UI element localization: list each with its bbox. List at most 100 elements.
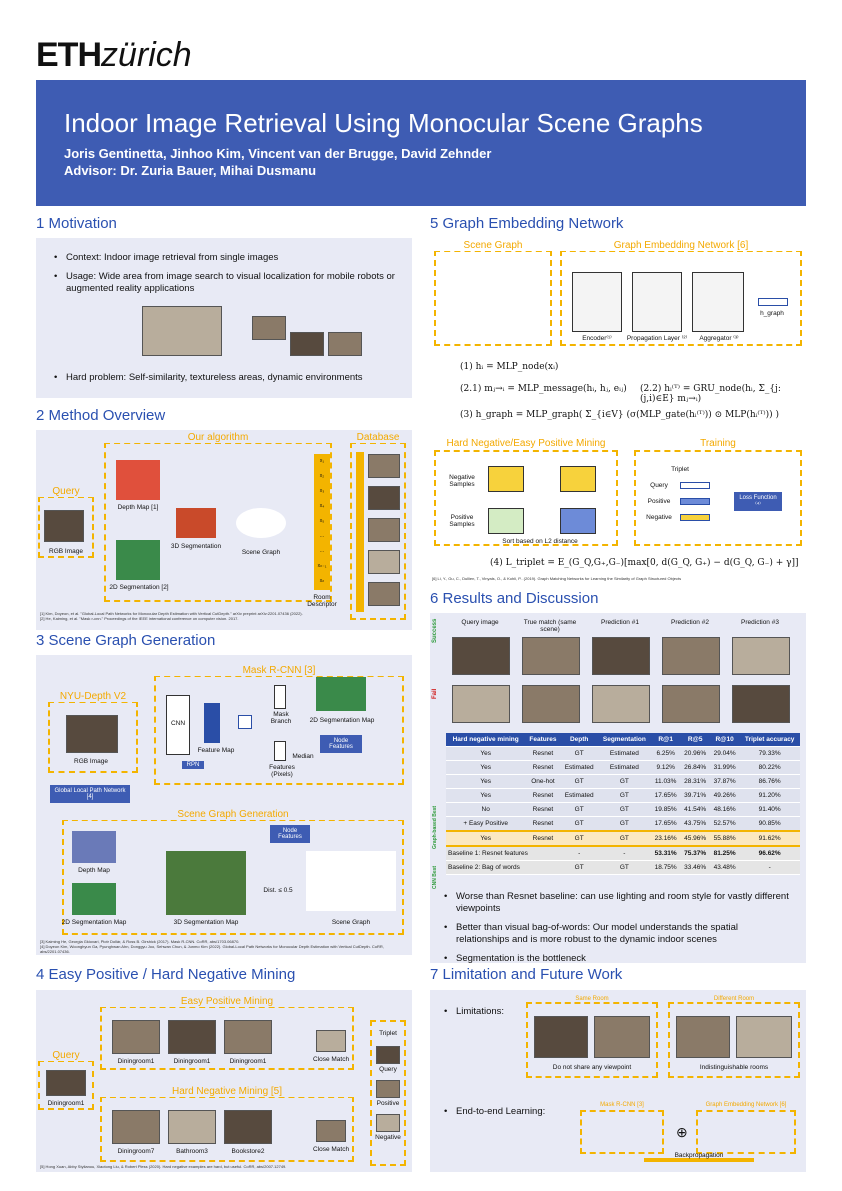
table-cell: Resnet bbox=[525, 746, 561, 761]
table-cell: Resnet bbox=[525, 830, 561, 847]
success-image bbox=[662, 637, 720, 675]
table-cell: 28.31% bbox=[680, 774, 710, 789]
seg3d-label: 3D Segmentation bbox=[170, 543, 222, 550]
future-title: 7 Limitation and Future Work bbox=[430, 966, 623, 983]
table-cell: Resnet bbox=[525, 788, 561, 803]
thumb-image bbox=[290, 332, 324, 356]
sgg-frame-label: Scene Graph Generation bbox=[62, 809, 404, 820]
close-match-label: Close Match bbox=[312, 1056, 350, 1063]
img-header: Prediction #2 bbox=[671, 619, 709, 626]
triplet-image bbox=[376, 1046, 400, 1064]
sorted-label: Sort based on L2 distance bbox=[502, 538, 578, 545]
mining-label: Hard Negative/Easy Positive Mining bbox=[434, 438, 618, 449]
triplet-label: Triplet bbox=[379, 1030, 397, 1037]
scene-graph-image bbox=[306, 851, 396, 911]
mask-frame bbox=[580, 1110, 664, 1154]
query-label: Query bbox=[38, 486, 94, 497]
median-label: Median bbox=[292, 753, 314, 760]
table-cell: Estimated bbox=[597, 760, 651, 775]
query-frame bbox=[38, 496, 94, 558]
triplet-query-label: Query bbox=[379, 1066, 397, 1073]
query-frame bbox=[38, 1060, 94, 1110]
seg3d-image bbox=[176, 508, 216, 538]
col-header: R@1 bbox=[650, 733, 681, 747]
table-cell: GT bbox=[560, 816, 598, 832]
table-cell: GT bbox=[597, 774, 651, 789]
col-header: Triplet accuracy bbox=[739, 733, 800, 747]
motivation-title: 1 Motivation bbox=[36, 215, 117, 232]
seg3d-map-image bbox=[166, 851, 246, 915]
negative-vector bbox=[680, 514, 710, 521]
table-cell: + Easy Positive bbox=[446, 816, 526, 832]
success-image bbox=[522, 637, 580, 675]
hgraph-vector bbox=[758, 298, 788, 306]
hard-image-label: Bathroom3 bbox=[176, 1148, 208, 1155]
diff-room-frame bbox=[668, 1002, 800, 1078]
database-label: Database bbox=[350, 432, 406, 443]
aggregator-block bbox=[692, 272, 744, 332]
db-image bbox=[368, 550, 400, 574]
rgb-image bbox=[44, 510, 84, 542]
rgb-image bbox=[66, 715, 118, 753]
table-cell: GT bbox=[597, 816, 651, 832]
mining-title: 4 Easy Positive / Hard Negative Mining bbox=[36, 966, 296, 983]
img-header: Prediction #1 bbox=[601, 619, 639, 626]
table-cell: One-hot bbox=[525, 774, 561, 789]
results-bullets: Worse than Resnet baseline: can use ligh… bbox=[442, 891, 792, 972]
prop-label: Propagation Layer ⁽²⁾ bbox=[626, 335, 688, 342]
img-header: True match (same scene) bbox=[523, 619, 577, 633]
db-image bbox=[368, 454, 400, 478]
table-cell: 11.03% bbox=[650, 774, 681, 789]
scene-graph-image bbox=[236, 508, 286, 538]
hard-image-label: Bookstore2 bbox=[231, 1148, 265, 1155]
col-header: Features bbox=[525, 733, 561, 747]
img-header: Query image bbox=[461, 619, 499, 626]
close-match-label: Close Match bbox=[312, 1146, 350, 1153]
hgraph-label: h_graph bbox=[760, 310, 784, 317]
table-cell: 52.57% bbox=[709, 816, 740, 832]
title-banner: Indoor Image Retrieval Using Monocular S… bbox=[36, 80, 806, 206]
indist-label: Indistinguishable rooms bbox=[699, 1064, 769, 1071]
results-bullet: Segmentation is the bottleneck bbox=[444, 953, 792, 965]
table-cell: GT bbox=[597, 802, 651, 817]
rgb-label: RGB Image bbox=[74, 758, 108, 765]
table-cell: 96.62% bbox=[739, 846, 800, 861]
seg-map-image bbox=[316, 677, 366, 711]
triplet-label: Triplet bbox=[671, 466, 689, 473]
query-image-label: Diningroom1 bbox=[47, 1100, 85, 1107]
table-cell: 81.25% bbox=[709, 846, 740, 861]
query-image bbox=[46, 1070, 86, 1096]
same-room-image bbox=[594, 1016, 650, 1058]
mining-frame bbox=[434, 450, 618, 546]
table-cell: Resnet bbox=[525, 816, 561, 832]
col-header: Depth bbox=[560, 733, 598, 747]
table-cell: Resnet bbox=[525, 802, 561, 817]
scene-graph-label: Scene Graph bbox=[331, 919, 371, 926]
database-frame bbox=[350, 442, 406, 620]
success-label: Success bbox=[432, 618, 438, 643]
depth-map-image bbox=[72, 831, 116, 863]
table-cell: 55.88% bbox=[709, 830, 740, 847]
table-cell: GT bbox=[560, 830, 598, 847]
algorithm-frame bbox=[104, 442, 332, 602]
eth-zurich-logo: ETHzürich bbox=[36, 36, 192, 74]
table-cell: 53.31% bbox=[650, 846, 681, 861]
table-cell: Yes bbox=[446, 774, 526, 789]
limitations-label: Limitations: bbox=[444, 1006, 522, 1018]
results-bullet: Worse than Resnet baseline: can use ligh… bbox=[444, 891, 792, 915]
method-refs: [1] Kim, Doyeon, et al. "Global-Local Pa… bbox=[40, 611, 303, 621]
close-match-image bbox=[316, 1120, 346, 1142]
plus-icon: ⊕ bbox=[676, 1124, 688, 1140]
mining-box: Easy Positive Mining Diningroom1 Diningr… bbox=[36, 990, 412, 1172]
depth-label: Depth Map [1] bbox=[117, 504, 159, 511]
descriptor-dots: ... bbox=[319, 548, 325, 554]
motivation-bullet: Usage: Wide area from image search to vi… bbox=[54, 271, 396, 295]
table-cell: Yes bbox=[446, 830, 526, 847]
e2e-label: End-to-end Learning: bbox=[444, 1106, 562, 1118]
gen-label: Graph Embedding Network [6] bbox=[705, 1102, 787, 1108]
glpn-box: Global Local Path Network [4] bbox=[50, 785, 130, 803]
